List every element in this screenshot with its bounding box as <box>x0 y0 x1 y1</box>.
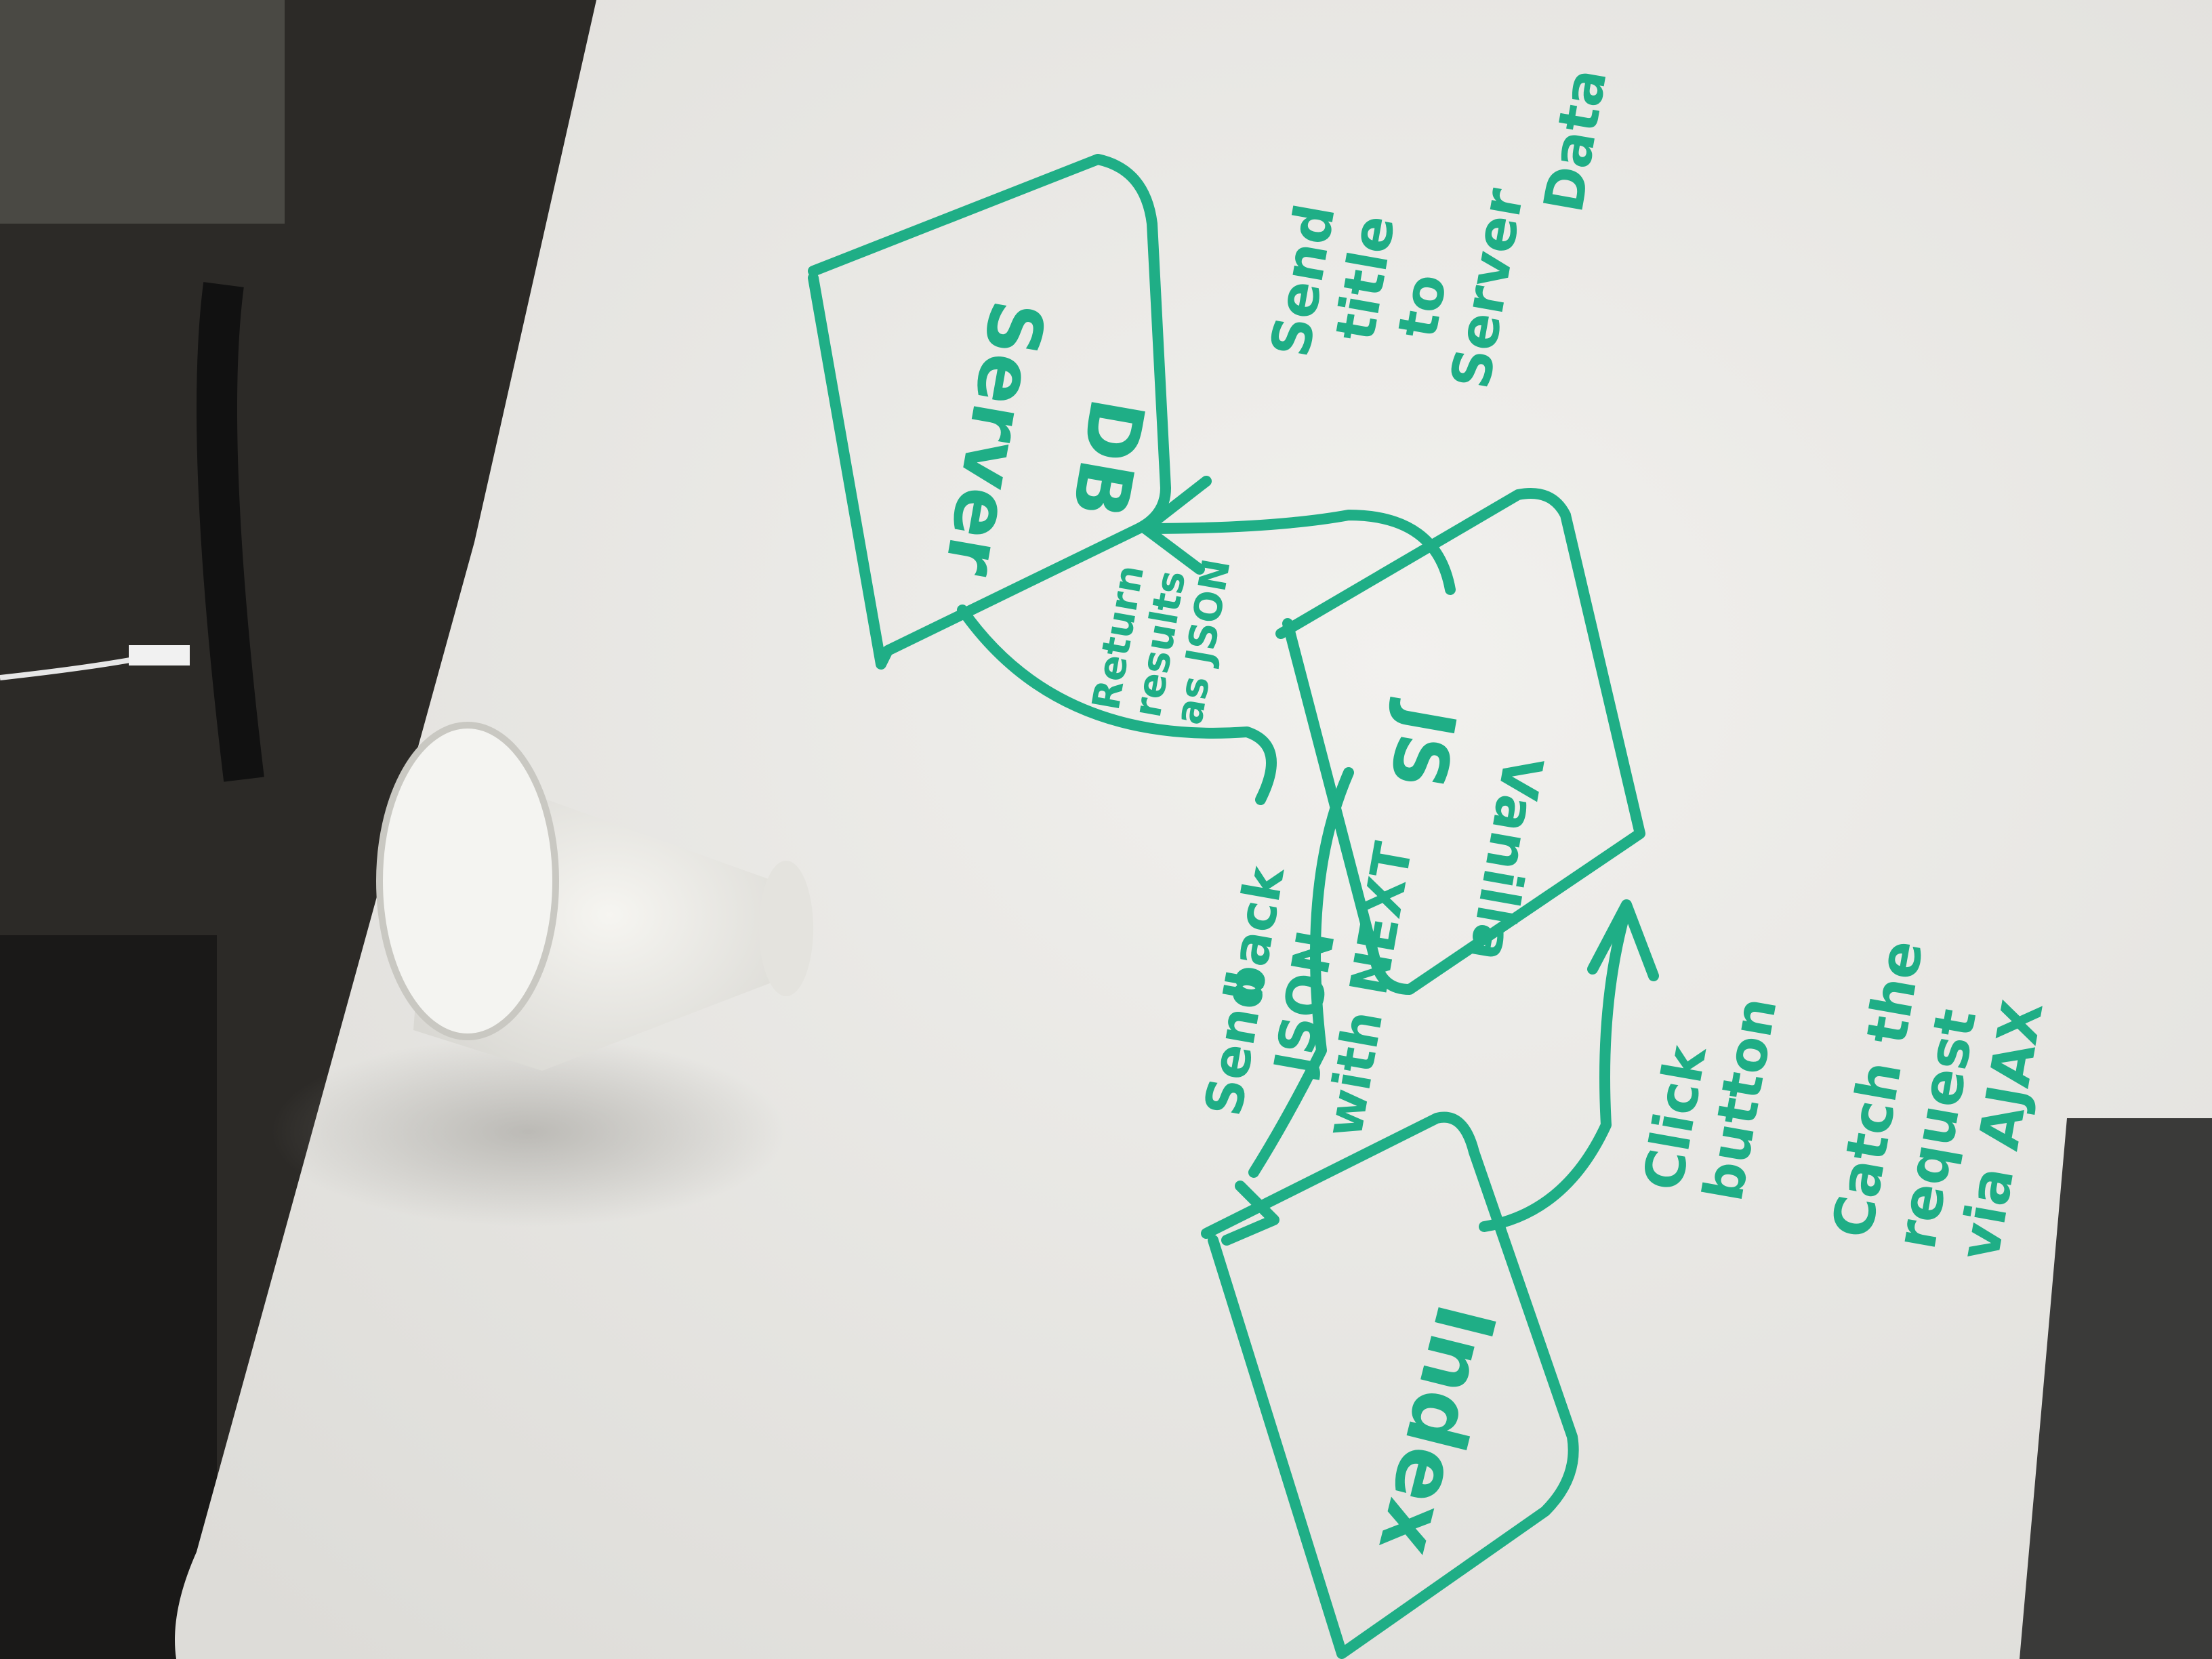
cable <box>197 282 264 782</box>
edge-js-to-server <box>1140 510 1456 595</box>
node-box-index <box>1201 1111 1579 1659</box>
edge-js-to-index <box>1248 767 1354 1178</box>
edge-js-to-index-arrowhead <box>1221 1181 1279 1246</box>
cup-shadow <box>271 1037 786 1227</box>
monitor-left <box>0 0 285 224</box>
cup-rim <box>376 722 559 1040</box>
node-server-sublabel: DB <box>1055 392 1161 525</box>
node-box-js <box>1275 488 1645 995</box>
whiteboard-surface <box>175 0 2212 1659</box>
edge-server-to-js-label: Return results as JSON <box>1084 556 1240 728</box>
svg-text:to: to <box>1386 270 1459 343</box>
cup-bottom <box>759 861 813 996</box>
edge-index-to-js-arrowhead <box>1587 899 1659 981</box>
node-js-label: JS <box>1373 695 1473 795</box>
edge-server-to-js <box>957 605 1277 805</box>
edge-index-to-js <box>1479 903 1632 1232</box>
edge-js-to-server-arrowhead <box>1140 476 1212 575</box>
background-object <box>2020 1118 2212 1659</box>
charger <box>129 645 190 665</box>
chair <box>0 935 217 1659</box>
